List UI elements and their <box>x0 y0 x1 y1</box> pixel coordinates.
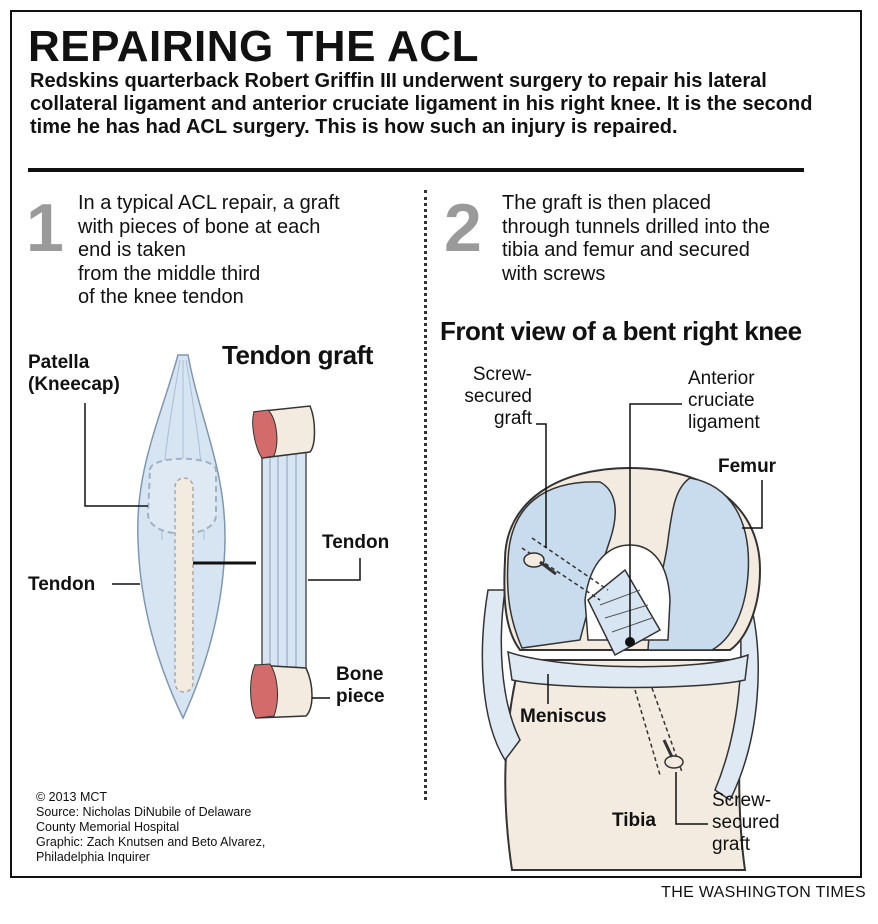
bone-piece-label: Bone piece <box>336 664 385 708</box>
acl-label-line: cruciate <box>688 390 755 411</box>
step-1-line: with pieces of bone at each <box>78 215 321 238</box>
screw-graft-bottom-line: secured <box>712 812 780 833</box>
step-1-line: of the knee tendon <box>78 286 244 308</box>
step-2-line: The graft is then placed <box>502 192 712 214</box>
patella-tendon-illustration <box>84 354 256 720</box>
source-line: County Memorial Hospital <box>36 820 180 834</box>
screw-graft-top-line: secured <box>464 386 532 407</box>
tibia-label: Tibia <box>612 810 656 831</box>
tendon-graft-title: Tendon graft <box>222 340 373 370</box>
meniscus-label: Meniscus <box>520 706 607 727</box>
step-2-line: tibia and femur and secured <box>502 239 750 261</box>
step-1-line: end is taken <box>78 239 186 261</box>
patella-label: Patella (Kneecap) <box>28 352 120 396</box>
graphic-line: Graphic: Zach Knutsen and Beto Alvarez, <box>36 835 266 849</box>
tendon-left-label: Tendon <box>28 574 96 595</box>
graphic-line: Philadelphia Inquirer <box>36 850 150 864</box>
screw-graft-bottom-line: Screw- <box>712 790 772 811</box>
column-divider <box>424 190 427 800</box>
bone-piece-line: Bone <box>336 664 384 685</box>
screw-graft-top-label: Screw- secured graft <box>462 364 532 430</box>
screw-graft-top-line: graft <box>493 408 532 429</box>
acl-label-line: ligament <box>688 412 760 433</box>
step-2-number: 2 <box>444 190 482 266</box>
step-1-line: In a typical ACL repair, a graft <box>78 192 340 214</box>
patella-label-line: (Kneecap) <box>28 374 120 395</box>
screw-graft-bottom-line: graft <box>712 834 751 855</box>
page-title: REPAIRING THE ACL <box>28 22 479 71</box>
publisher-footer: THE WASHINGTON TIMES <box>661 884 866 901</box>
tendon-graft-illustration <box>250 405 361 719</box>
femur-label: Femur <box>718 456 777 477</box>
copyright-text: © 2013 MCT <box>36 790 108 804</box>
screw-graft-top-line: Screw- <box>472 364 532 385</box>
bone-piece-line: piece <box>336 686 385 707</box>
step-1-number: 1 <box>26 190 64 266</box>
tendon-right-label: Tendon <box>322 532 390 553</box>
knee-illustration <box>481 403 763 871</box>
acl-label: Anterior cruciate ligament <box>688 368 760 434</box>
knee-view-title: Front view of a bent right knee <box>440 316 802 346</box>
intro-text: Redskins quarterback Robert Griffin III … <box>30 70 813 138</box>
screw-graft-bottom-label: Screw- secured graft <box>712 790 780 856</box>
step-1-line: from the middle third <box>78 262 261 285</box>
step-1-text: In a typical ACL repair, a graft with pi… <box>78 192 340 310</box>
acl-label-line: Anterior <box>688 368 755 389</box>
step-2-line: with screws <box>502 262 606 285</box>
step-2-line: through tunnels drilled into the <box>502 215 770 238</box>
step-2-text: The graft is then placed through tunnels… <box>502 192 770 286</box>
source-line: Source: Nicholas DiNubile of Delaware <box>36 805 252 819</box>
patella-label-line: Patella <box>28 352 90 373</box>
header-rule <box>28 168 804 172</box>
credits: © 2013 MCT Source: Nicholas DiNubile of … <box>36 790 265 865</box>
